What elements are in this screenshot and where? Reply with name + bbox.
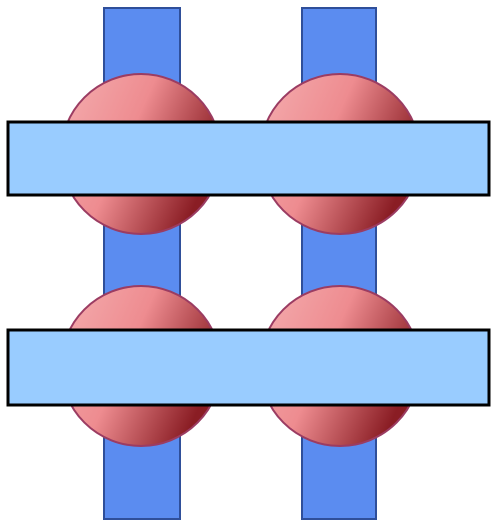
beam-bottom: [6, 328, 491, 407]
beam-top: [6, 120, 491, 197]
